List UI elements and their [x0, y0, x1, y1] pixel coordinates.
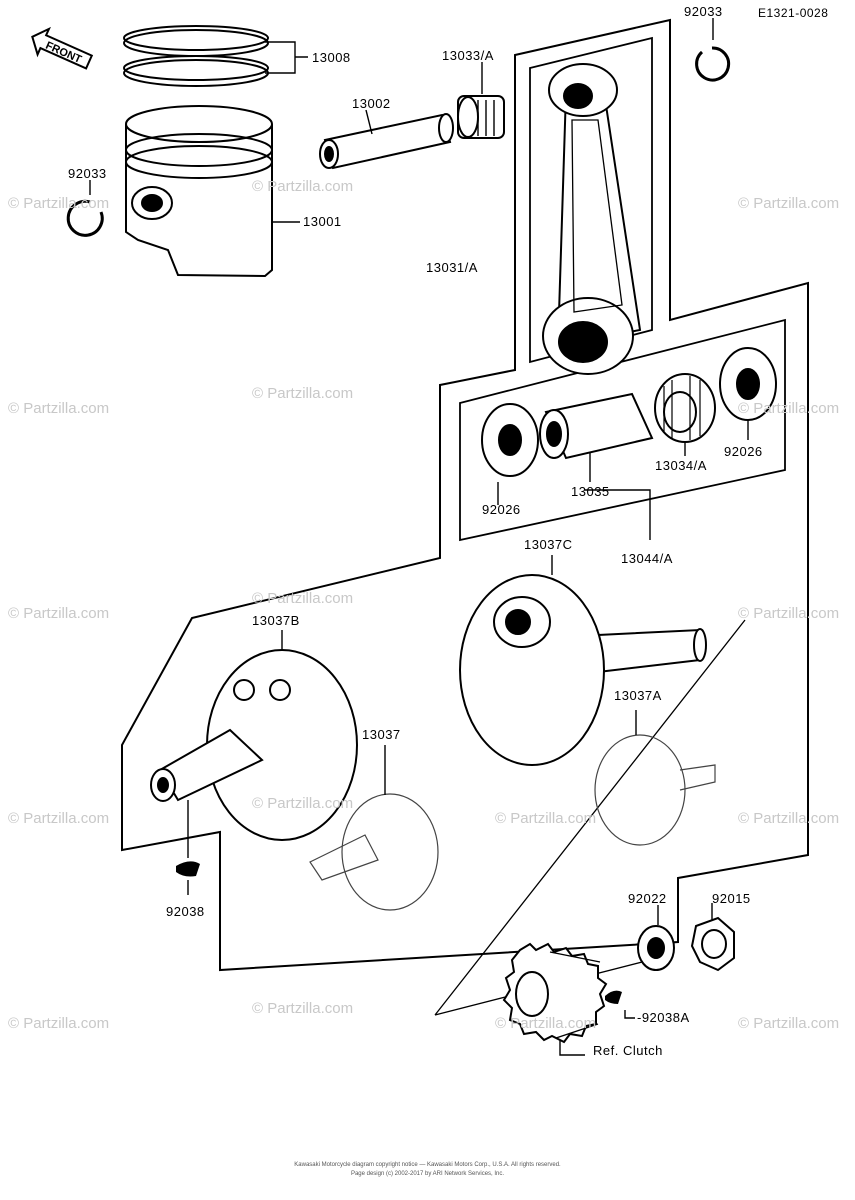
- watermark: © Partzilla.com: [252, 795, 354, 812]
- part-label-circlip-left[interactable]: 92033: [68, 166, 107, 181]
- part-label-nut[interactable]: 92015: [712, 891, 751, 906]
- watermark: © Partzilla.com: [252, 385, 354, 402]
- small-end-bearing-drawing: [457, 95, 505, 139]
- part-label-circlip-right[interactable]: 92033: [684, 4, 723, 19]
- washer-left-drawing: [481, 403, 539, 477]
- part-label-big-end-bearing[interactable]: 13034/A: [655, 458, 707, 473]
- front-arrow-icon: FRONT: [31, 26, 94, 70]
- part-label-crank-b[interactable]: 13037B: [252, 613, 300, 628]
- key-right-drawing: [605, 990, 622, 1004]
- watermark: © Partzilla.com: [8, 1015, 110, 1032]
- crank-a-drawing: [594, 734, 716, 846]
- piston-rings-drawing: [123, 25, 269, 87]
- watermark: © Partzilla.com: [495, 1015, 597, 1032]
- watermark: © Partzilla.com: [738, 195, 840, 212]
- watermark: © Partzilla.com: [8, 605, 110, 622]
- watermark: © Partzilla.com: [252, 590, 354, 607]
- page-design-line: Page design (c) 2002-2017 by ARI Network…: [350, 1171, 505, 1177]
- part-label-crank-a[interactable]: 13037A: [614, 688, 662, 703]
- part-label-washer-left[interactable]: 92026: [482, 502, 521, 517]
- crank-c-drawing: [459, 574, 707, 766]
- part-label-conrod-assy[interactable]: 13044/A: [621, 551, 673, 566]
- watermark: © Partzilla.com: [8, 195, 110, 212]
- big-end-bearing-drawing: [654, 373, 716, 443]
- part-label-piston[interactable]: 13001: [303, 214, 342, 229]
- conrod-boundary: [529, 36, 653, 364]
- lock-washer-drawing: [637, 925, 675, 971]
- crankpin-drawing: [539, 392, 654, 460]
- key-left-drawing: [176, 861, 200, 877]
- watermark: © Partzilla.com: [252, 1000, 354, 1017]
- part-label-small-end-bearing[interactable]: 13033/A: [442, 48, 494, 63]
- watermark: © Partzilla.com: [738, 810, 840, 827]
- part-label-crank-c[interactable]: 13037C: [524, 537, 573, 552]
- ref-clutch-label[interactable]: Ref. Clutch: [593, 1043, 663, 1058]
- gear-drawing: [502, 942, 608, 1044]
- part-label-key-right[interactable]: -92038A: [637, 1010, 690, 1025]
- circlip-left-drawing: [66, 199, 104, 237]
- watermark: © Partzilla.com: [738, 1015, 840, 1032]
- piston-pin-drawing: [319, 113, 454, 170]
- crank-b-drawing: [150, 649, 358, 841]
- part-label-washer-right[interactable]: 92026: [724, 444, 763, 459]
- watermark: © Partzilla.com: [252, 178, 354, 195]
- watermark: © Partzilla.com: [8, 400, 110, 417]
- nut-drawing: [690, 916, 735, 972]
- drawing-code: E1321-0028: [758, 6, 829, 20]
- conrod-drawing: [542, 63, 642, 375]
- watermark: © Partzilla.com: [738, 400, 840, 417]
- part-label-key-left[interactable]: 92038: [166, 904, 205, 919]
- part-label-crankpin[interactable]: 13035: [571, 484, 610, 499]
- part-label-lock-washer[interactable]: 92022: [628, 891, 667, 906]
- part-label-crank[interactable]: 13037: [362, 727, 401, 742]
- leader-lines: [89, 18, 749, 1056]
- crank-drawing: [309, 793, 439, 911]
- part-label-rings[interactable]: 13008: [312, 50, 351, 65]
- circlip-right-drawing: [695, 46, 731, 82]
- part-label-pin[interactable]: 13002: [352, 96, 391, 111]
- copyright-line: Kawasaki Motorcycle diagram copyright no…: [294, 1162, 561, 1168]
- watermark: © Partzilla.com: [738, 605, 840, 622]
- watermark: © Partzilla.com: [495, 810, 597, 827]
- watermark: © Partzilla.com: [8, 810, 110, 827]
- piston-drawing: [125, 105, 273, 278]
- part-label-conrod[interactable]: 13031/A: [426, 260, 478, 275]
- assembly-boundary: [121, 18, 809, 972]
- crankpin-set-boundary: [459, 318, 786, 542]
